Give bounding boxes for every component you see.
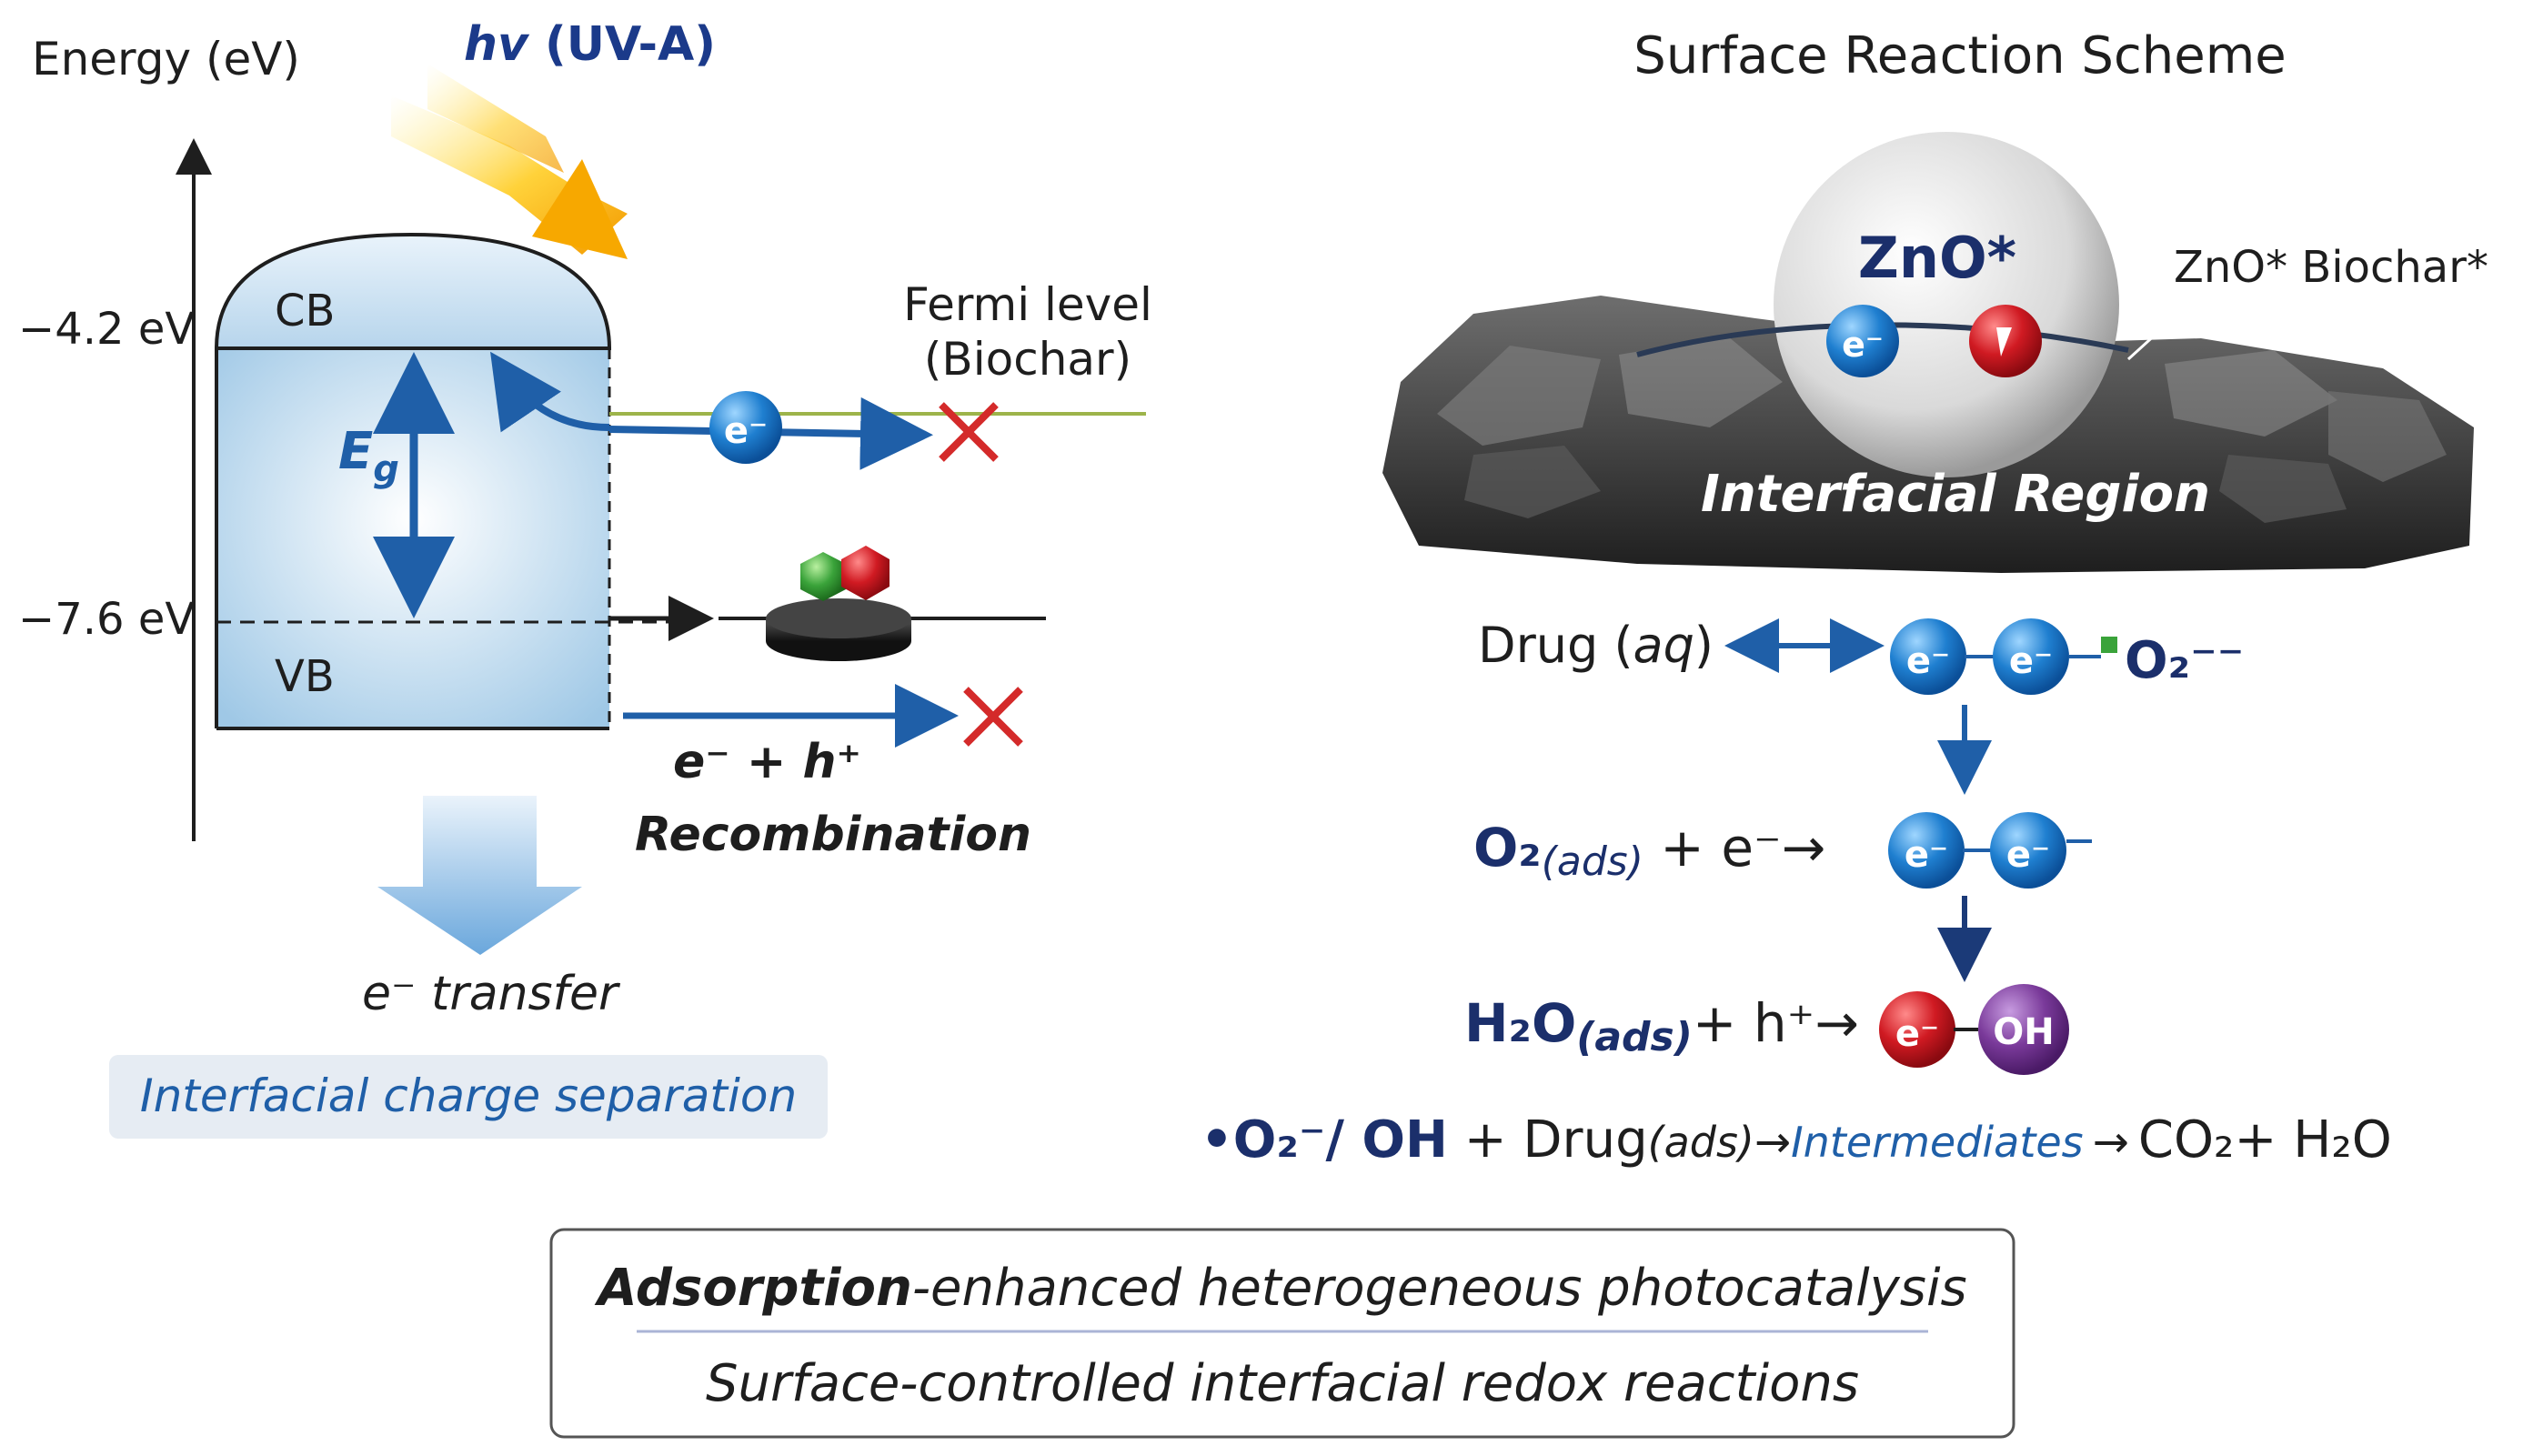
uv-a-label: (UV-A) — [528, 17, 716, 72]
interface-electron: e⁻ — [1826, 305, 1899, 377]
row2-electron-a: e⁻ — [1888, 812, 1965, 889]
recombination-formula: e⁻ + h⁺ — [673, 735, 861, 789]
recombination-cross-icon — [963, 687, 1023, 747]
charge-separation-label: Interfacial charge separation — [140, 1069, 797, 1122]
transfer-label: e⁻ transfer — [362, 967, 621, 1021]
uv-light-icon — [391, 64, 628, 259]
svg-text:e⁻: e⁻ — [2009, 640, 2053, 682]
cb-energy-label: −4.2 eV — [18, 304, 195, 355]
degradation-equation: •O₂⁻/ OH + Drug(ads)→Intermediates→CO₂+ … — [1201, 1110, 2392, 1170]
scheme-title: Surface Reaction Scheme — [1633, 26, 2286, 85]
svg-text:e⁻: e⁻ — [2006, 834, 2050, 876]
surface-reaction-scheme: Surface Reaction Scheme ZnO* ZnO* Biocha… — [1201, 26, 2488, 1170]
summary-line1: Adsorption-enhanced heterogeneous photoc… — [594, 1259, 1966, 1318]
zno-particle — [1774, 132, 2119, 477]
biochar-label-leader — [2126, 312, 2180, 361]
vb-energy-label: −7.6 eV — [18, 594, 195, 645]
hydroxyl-radical: OH — [1978, 984, 2069, 1075]
interface-hole — [1969, 305, 2042, 377]
energy-axis-label: Energy (eV) — [32, 33, 300, 85]
row2-electron-b: e⁻ — [1990, 812, 2066, 889]
superoxide-dot — [2101, 637, 2117, 653]
transfer-down-arrow — [377, 796, 582, 955]
conduction-band — [214, 232, 612, 350]
o2-adsorption-label: O₂(ads) + e⁻→ — [1473, 817, 1825, 885]
vb-label: VB — [275, 651, 335, 702]
svg-text:e⁻: e⁻ — [724, 410, 768, 452]
hv-symbol: hv — [464, 17, 530, 72]
row1-electron-b: e⁻ — [1993, 618, 2069, 695]
svg-text:OH: OH — [1993, 1011, 2054, 1053]
blocked-cross-icon — [939, 402, 999, 462]
interfacial-region-label: Interfacial Region — [1701, 465, 2210, 524]
band-gap-label: Eg — [338, 422, 399, 490]
h2o-adsorption-label: H₂O(ads)+ h⁺→ — [1464, 992, 1859, 1060]
zno-label: ZnO* — [1858, 225, 2016, 291]
drug-aq-label: Drug (aq) — [1478, 617, 1714, 674]
recombination-label: Recombination — [635, 808, 1031, 862]
svg-text:e⁻: e⁻ — [1842, 325, 1884, 365]
summary-line2: Surface-controlled interfacial redox rea… — [706, 1354, 1859, 1413]
summary-box: Adsorption-enhanced heterogeneous photoc… — [549, 1228, 2015, 1439]
cb-label: CB — [275, 286, 335, 336]
charge-separation-box — [109, 1055, 828, 1139]
light-label: hv (UV-A) — [464, 17, 716, 72]
band-diagram: Energy (eV) hv (UV-A) CB VB −4.2 eV −7.6… — [18, 17, 1152, 1139]
row3-hole: e⁻ — [1879, 991, 1955, 1068]
svg-text:e⁻: e⁻ — [1905, 834, 1948, 876]
electron-backflow-arrow — [490, 351, 610, 433]
row1-electron-a: e⁻ — [1890, 618, 1966, 695]
fermi-level-label: Fermi level(Biochar) — [903, 278, 1152, 386]
electron-ball: e⁻ — [709, 391, 782, 464]
hole-trap-icon — [719, 546, 1046, 661]
biochar-label: ZnO* Biochar* — [2174, 242, 2488, 293]
svg-text:e⁻: e⁻ — [1895, 1013, 1939, 1055]
svg-text:e⁻: e⁻ — [1906, 640, 1950, 682]
superoxide-label: O₂⁻⁻ — [2125, 631, 2244, 690]
